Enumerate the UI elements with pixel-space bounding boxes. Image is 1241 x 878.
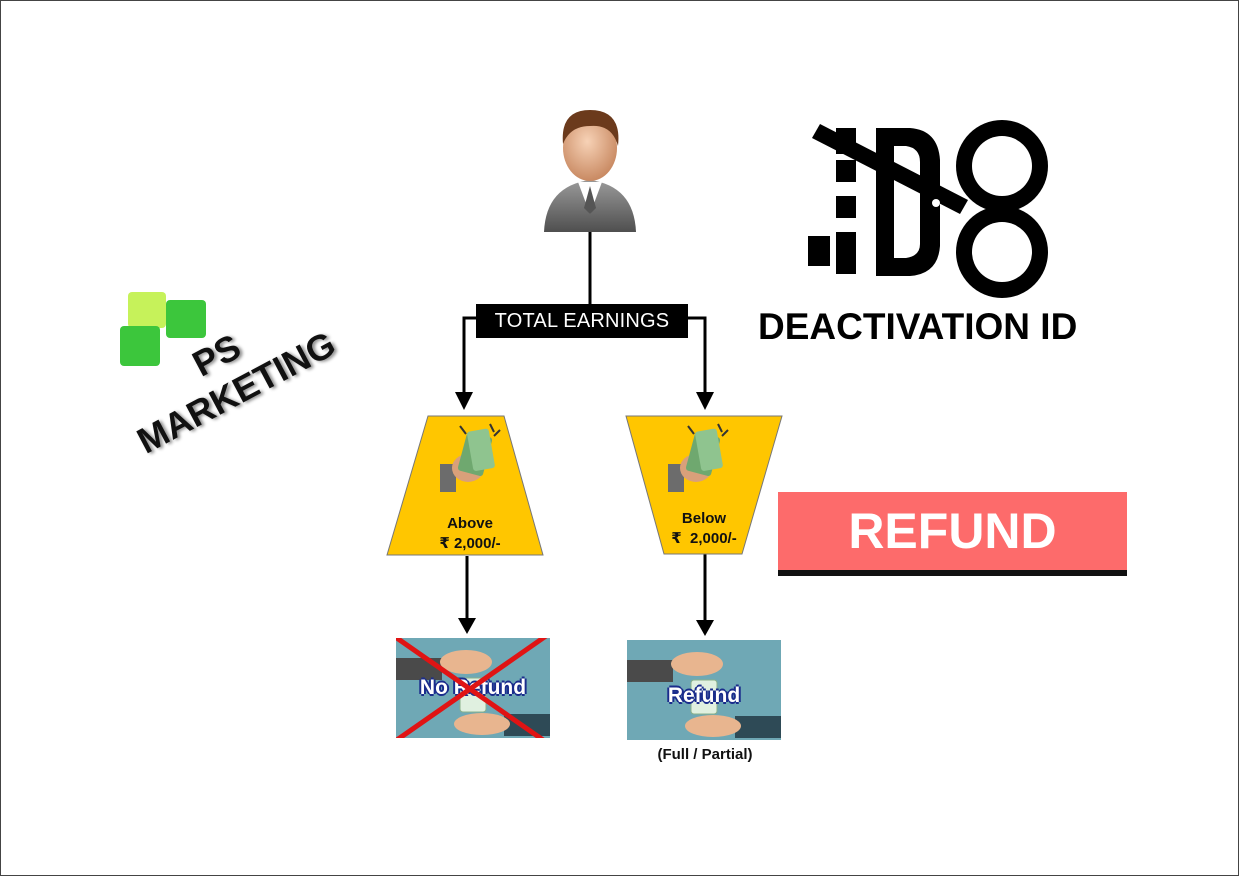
hand-over-money-icon: [627, 652, 781, 738]
cross-mark-icon: [396, 638, 548, 738]
below-threshold-label: Below ₹ 2,000/-: [654, 509, 754, 549]
arrow-heads: [455, 392, 714, 636]
money-hand-icon: [668, 423, 729, 492]
id-scissors-icon: [808, 120, 1048, 298]
total-earnings-label: TOTAL EARNINGS: [476, 304, 688, 338]
flow-connectors: [462, 232, 707, 620]
deactivation-title: DEACTIVATION ID: [758, 306, 1078, 347]
refund-card: Refund: [627, 640, 781, 740]
above-trapezoid: [386, 415, 544, 556]
ps-logo-icon: [120, 292, 206, 366]
above-amount: ₹ 2,000/-: [439, 535, 501, 552]
below-amount: ₹ 2,000/-: [671, 530, 737, 547]
below-label: Below: [681, 510, 727, 527]
above-threshold-label: Above ₹ 2,000/-: [420, 514, 520, 554]
refund-caption: (Full / Partial): [657, 746, 753, 763]
user-avatar-icon: [544, 110, 636, 232]
no-refund-card: No Refund: [396, 638, 550, 738]
money-hand-icon: [440, 423, 501, 492]
below-trapezoid: [625, 415, 783, 555]
refund-text: Refund: [667, 684, 741, 707]
refund-badge: REFUND: [778, 492, 1127, 576]
above-label: Above: [447, 515, 493, 532]
